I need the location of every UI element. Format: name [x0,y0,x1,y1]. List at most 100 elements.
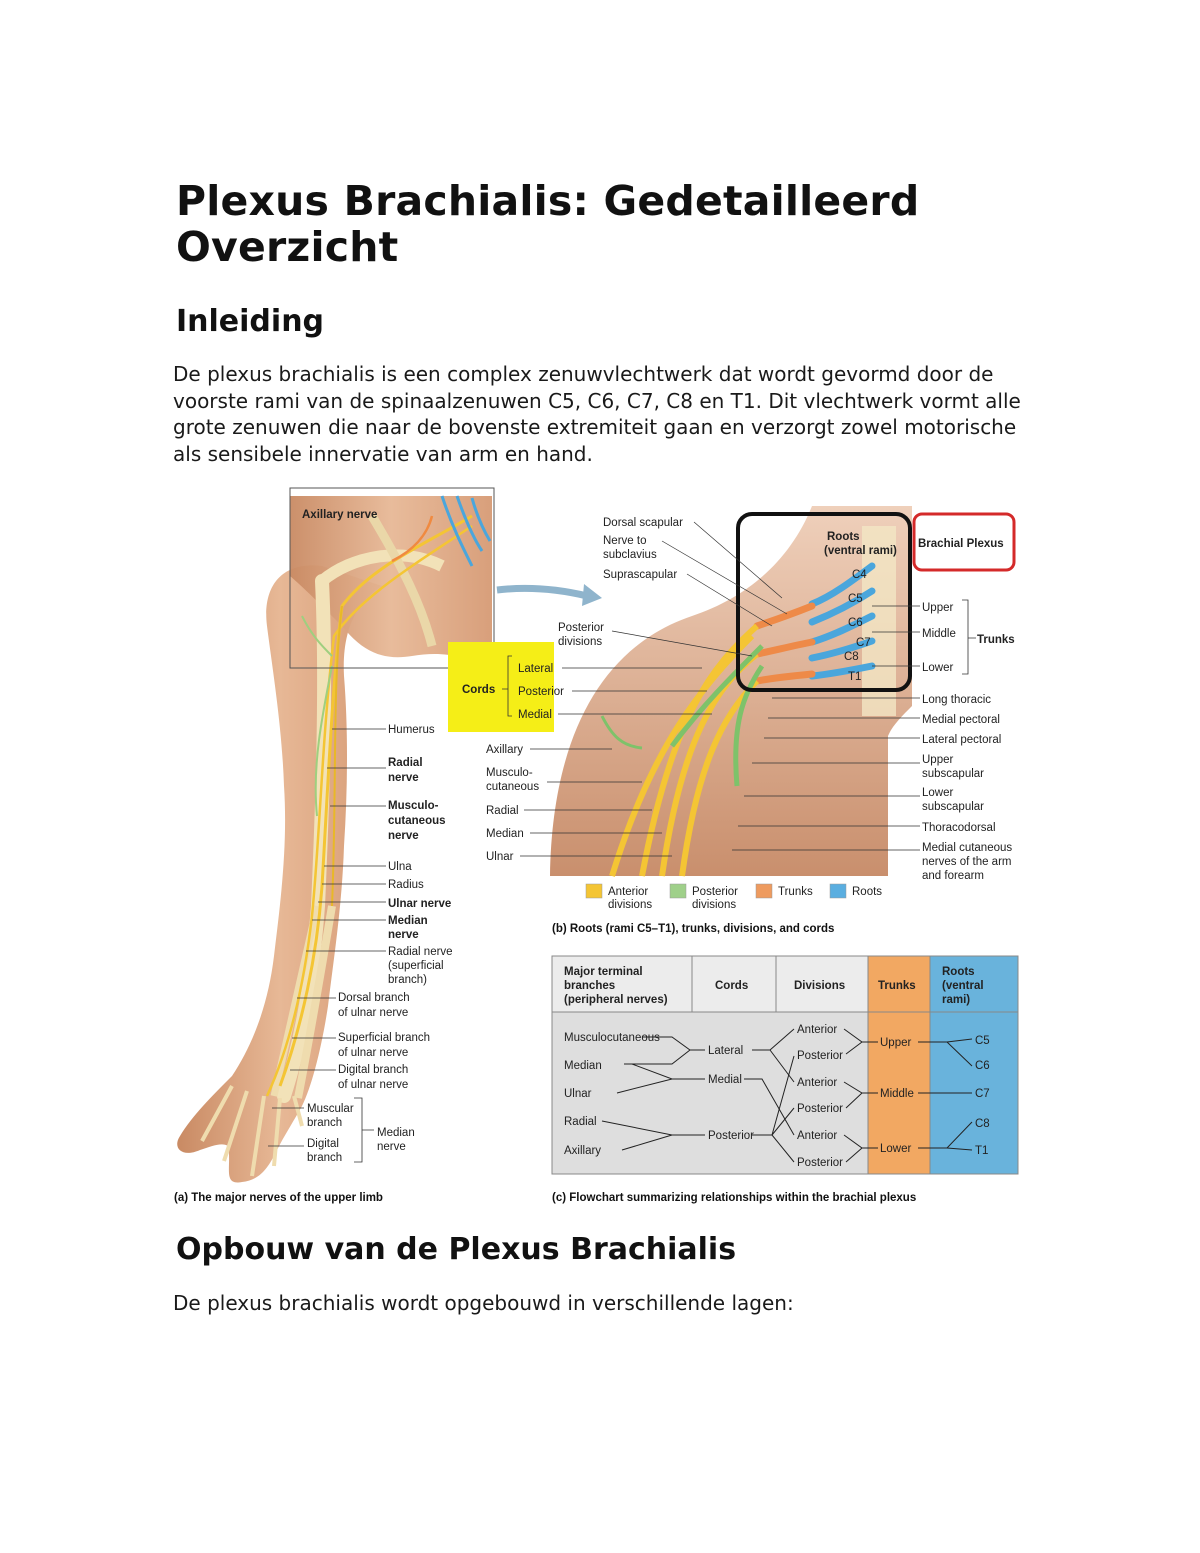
label-middle-trunk: Middle [922,628,956,640]
legend-anterior-2: divisions [608,899,652,911]
header-branches-2: branches [564,980,615,992]
label-nerve-to-subclavius: Nerve to [603,535,646,547]
division-posterior-1: Posterior [797,1050,843,1062]
roots-label-2: (ventral rami) [824,545,897,557]
cord-posterior: Posterior [708,1130,754,1142]
header-trunks: Trunks [878,980,916,992]
header-cords: Cords [715,980,748,992]
label-trunks: Trunks [977,634,1015,646]
label-lower-subscapular-2: subscapular [922,801,984,813]
panel-a-arm-illustration: Axillary nerve Humerus Radial nerve Musc… [174,487,495,1204]
header-roots-3: rami) [942,994,970,1006]
header-branches-3: (peripheral nerves) [564,994,668,1006]
caption-panel-b: (b) Roots (rami C5–T1), trunks, division… [552,923,834,935]
trunk-middle: Middle [880,1088,914,1100]
legend-swatch-trunks [755,883,773,899]
cord-medial: Medial [708,1074,742,1086]
root-c5: C5 [975,1035,990,1047]
opbouw-paragraph: De plexus brachialis wordt opgebouwd in … [173,1291,794,1315]
root-c6: C6 [975,1060,990,1072]
label-suprascapular: Suprascapular [603,569,677,581]
label-medial-cutaneous-3: and forearm [922,870,984,882]
division-posterior-2: Posterior [797,1103,843,1115]
trunk-upper: Upper [880,1037,911,1049]
label-lower-trunk: Lower [922,662,953,674]
label-ulnar-b: Ulnar [486,851,514,863]
label-muscular-branch-2: branch [307,1117,342,1129]
label-upper-trunk: Upper [922,602,953,614]
cords-label: Cords [462,684,495,696]
header-divisions: Divisions [794,980,845,992]
label-upper-subscapular: Upper [922,754,953,766]
label-superficial-branch-ulnar: Superficial branch [338,1032,430,1044]
trunk-lower: Lower [880,1143,911,1155]
panel-b-left-labels: Dorsal scapular Nerve to subclavius Supr… [486,517,788,863]
label-musculocutaneous-2: cutaneous [388,815,446,827]
label-digital-branch-ulnar: Digital branch [338,1064,408,1076]
label-musculocutaneous-3: nerve [388,830,419,842]
branch-axillary: Axillary [564,1145,601,1157]
label-radial-superficial: Radial nerve [388,946,453,958]
label-median-b: Median [486,828,524,840]
root-label-c4: C4 [852,569,867,581]
brachial-plexus-label: Brachial Plexus [918,538,1004,550]
caption-panel-c: (c) Flowchart summarizing relationships … [552,1192,916,1204]
panel-c-flowchart: Major terminal branches (peripheral nerv… [551,955,1019,1175]
label-median-nerve-2: nerve [388,929,419,941]
label-dorsal-branch-ulnar: Dorsal branch [338,992,410,1004]
legend-anterior: Anterior [608,886,648,898]
label-superficial-branch-ulnar-2: of ulnar nerve [338,1047,408,1059]
label-posterior-cord: Posterior [518,686,564,698]
label-radial-superficial-2: (superficial [388,960,444,972]
brachial-plexus-tag [912,512,1016,572]
root-label-c7: C7 [856,637,871,649]
label-radius: Radius [388,879,424,891]
legend-posterior-2: divisions [692,899,736,911]
root-t1: T1 [975,1145,988,1157]
label-ulna: Ulna [388,861,412,873]
label-ulnar-nerve: Ulnar nerve [388,898,451,910]
label-nerve-to-subclavius-2: subclavius [603,549,657,561]
branch-musculocutaneous: Musculocutaneous [564,1032,660,1044]
label-dorsal-scapular: Dorsal scapular [603,517,683,529]
division-anterior-2: Anterior [797,1077,837,1089]
label-musculocutaneous: Musculo- [388,800,439,812]
header-branches: Major terminal [564,966,643,978]
brachial-plexus-figure: Axillary nerve Humerus Radial nerve Musc… [172,486,1030,1206]
label-lateral-cord: Lateral [518,663,553,675]
label-digital-branch-2: branch [307,1152,342,1164]
label-digital-branch: Digital [307,1138,339,1150]
label-posterior-divisions-2: divisions [558,636,602,648]
root-label-c5: C5 [848,593,863,605]
branch-median: Median [564,1060,602,1072]
roots-highlight-box [736,512,912,692]
label-musculocutaneous-b-2: cutaneous [486,781,539,793]
label-thoracodorsal: Thoracodorsal [922,822,996,834]
label-axillary: Axillary [486,744,523,756]
label-lateral-pectoral: Lateral pectoral [922,734,1001,746]
legend-swatch-anterior [585,883,603,899]
panel-b-right-labels: Upper Middle Lower Trunks Long thoracic … [732,599,1015,882]
panel-b-plexus-illustration: Roots (ventral rami) Brachial Plexus C4 … [448,506,1016,935]
label-medial-cutaneous-2: nerves of the arm [922,856,1011,868]
roots-label: Roots [827,531,860,543]
panel-a-labels: Humerus Radial nerve Musculo- cutaneous … [268,724,453,1164]
label-long-thoracic: Long thoracic [922,694,991,706]
root-label-t1: T1 [848,671,861,683]
label-radial-b: Radial [486,805,519,817]
legend-trunks: Trunks [778,886,813,898]
label-dorsal-branch-ulnar-2: of ulnar nerve [338,1007,408,1019]
label-muscular-branch: Muscular [307,1103,354,1115]
panel-b-legend: Anterior divisions Posterior divisions T… [585,883,882,911]
label-median-nerve-hand: Median [377,1127,415,1139]
label-radial-nerve-2: nerve [388,772,419,784]
division-anterior-3: Anterior [797,1130,837,1142]
label-digital-branch-ulnar-2: of ulnar nerve [338,1079,408,1091]
arrow-icon [582,584,602,606]
root-label-c6: C6 [848,617,863,629]
root-c7: C7 [975,1088,990,1100]
label-medial-cord: Medial [518,709,552,721]
label-radial-nerve: Radial [388,757,423,769]
label-lower-subscapular: Lower [922,787,953,799]
legend-swatch-roots [829,883,847,899]
